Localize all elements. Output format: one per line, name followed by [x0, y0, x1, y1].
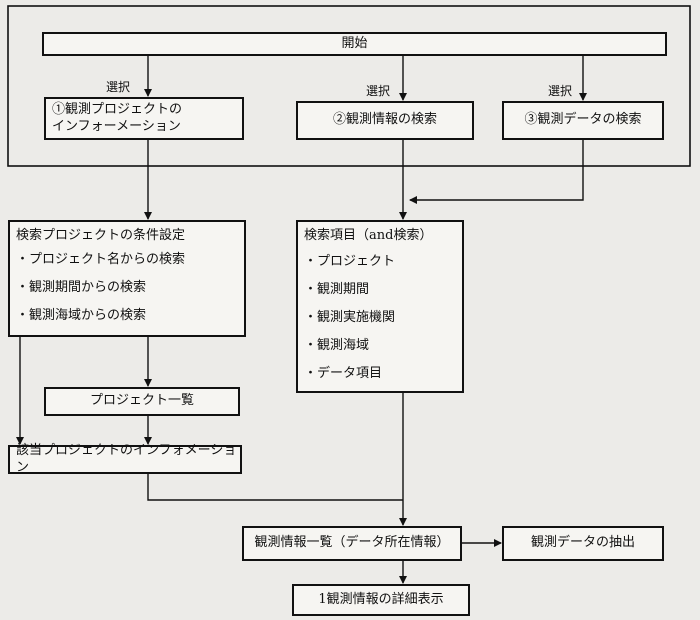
project-conditions-item: ・プロジェクト名からの検索: [16, 252, 186, 268]
arrow-option3-merge: [409, 140, 584, 204]
option1-line1: ①観測プロジェクトの: [52, 102, 183, 118]
project-conditions-item: ・観測期間からの検索: [16, 280, 147, 296]
search-items-title: 検索項目（and検索）: [304, 228, 433, 243]
search-items-item: ・観測海域: [304, 338, 370, 354]
search-items-item: ・プロジェクト: [304, 254, 396, 270]
option2-obs-info-search-box: ②観測情報の検索: [296, 101, 474, 140]
option3-obs-data-search-box: ③観測データの検索: [502, 101, 664, 140]
project-info-label: 該当プロジェクトのインフォメーション: [16, 443, 237, 475]
search-items-item: ・データ項目: [304, 366, 383, 382]
option1-line2: インフォーメーション: [52, 118, 181, 134]
select-label-3: 選択: [548, 84, 573, 98]
select-label-2: 選択: [366, 84, 391, 98]
start-box: 開始: [42, 32, 667, 56]
option2-label: ②観測情報の検索: [332, 112, 437, 128]
line-project-info-join: [147, 474, 403, 501]
data-extract-box: 観測データの抽出: [502, 526, 664, 561]
project-conditions-item: ・観測海域からの検索: [16, 308, 147, 324]
option3-label: ③観測データの検索: [524, 112, 642, 128]
detail-label: 1観測情報の詳細表示: [318, 591, 444, 607]
project-list-box: プロジェクト一覧: [44, 387, 240, 416]
detail-box: 1観測情報の詳細表示: [292, 584, 470, 616]
start-label: 開始: [341, 35, 368, 51]
data-extract-label: 観測データの抽出: [530, 535, 635, 551]
obs-info-list-box: 観測情報一覧（データ所在情報）: [242, 526, 462, 561]
option1-project-info-box: ①観測プロジェクトの インフォーメーション: [44, 97, 244, 140]
obs-info-list-label: 観測情報一覧（データ所在情報）: [254, 535, 450, 551]
project-conditions-title: 検索プロジェクトの条件設定: [16, 228, 186, 243]
search-items-box: 検索項目（and検索） ・プロジェクト ・観測期間 ・観測実施機関 ・観測海域 …: [296, 220, 464, 393]
search-items-item: ・観測実施機関: [304, 310, 396, 326]
select-label-1: 選択: [106, 80, 131, 94]
project-info-box: 該当プロジェクトのインフォメーション: [8, 443, 242, 475]
project-conditions-box: 検索プロジェクトの条件設定 ・プロジェクト名からの検索 ・観測期間からの検索 ・…: [8, 220, 246, 337]
search-items-item: ・観測期間: [304, 282, 370, 298]
project-list-label: プロジェクト一覧: [89, 393, 194, 409]
selection-group-frame: [7, 5, 691, 167]
